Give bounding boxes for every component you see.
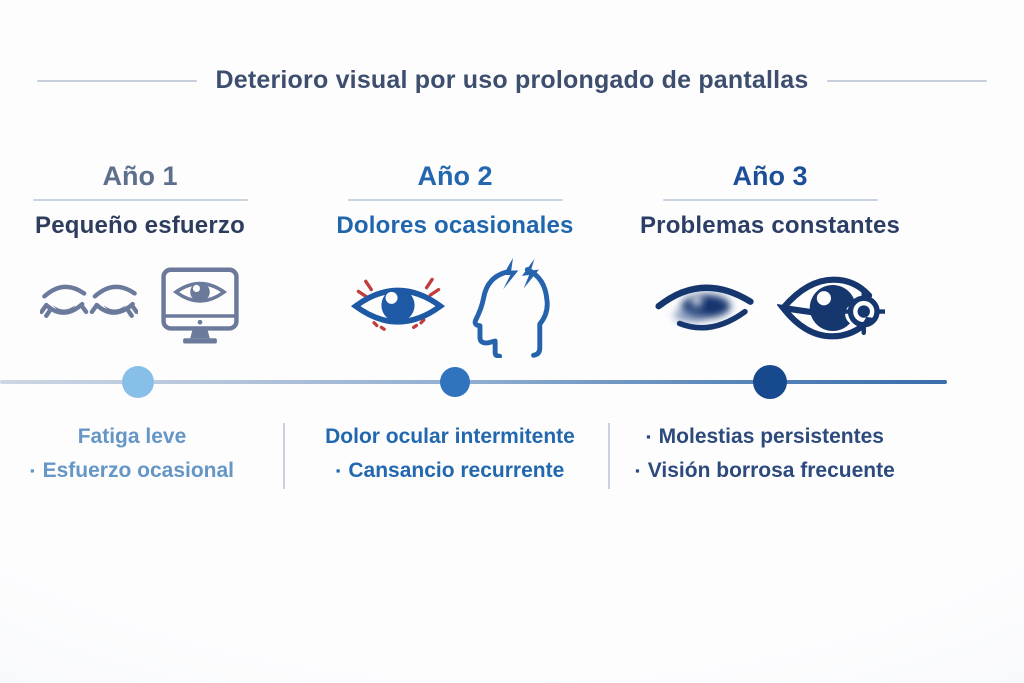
bullet-marker: ▪ <box>335 463 341 478</box>
stage-icons <box>0 260 290 356</box>
monitor-eye-icon <box>160 266 240 350</box>
eye-target-icon <box>777 268 885 348</box>
column-divider <box>283 423 285 489</box>
timeline-dot-year2 <box>440 367 470 397</box>
symptom-text: Dolor ocular intermitente <box>325 425 575 448</box>
timeline-dot-year1 <box>122 366 154 398</box>
symptom-item: ▪ Esfuerzo ocasional <box>0 454 282 488</box>
headache-head-icon <box>467 258 559 358</box>
stage-column-year3: Año 3 Problemas constantes <box>620 160 920 356</box>
symptom-text: Cansancio recurrente <box>348 459 565 482</box>
column-divider <box>608 423 610 489</box>
page-title: Deterioro visual por uso prolongado de p… <box>215 66 809 94</box>
title-right-line <box>826 79 987 82</box>
year-underline <box>662 199 878 201</box>
timeline-dot-year3 <box>753 365 787 399</box>
stage-icons <box>305 258 605 358</box>
symptom-text: Esfuerzo ocasional <box>42 459 234 482</box>
title-left-line <box>37 79 198 82</box>
symptom-list-year3: ▪ Molestias persistentes ▪ Visión borrosa … <box>615 420 915 488</box>
year-heading: Año 2 <box>417 161 493 191</box>
title-row: Deterioro visual por uso prolongado de p… <box>0 66 1024 95</box>
symptom-text: Visión borrosa frecuente <box>647 459 895 482</box>
year-underline <box>32 199 248 201</box>
stage-subtitle: Problemas constantes <box>639 212 901 239</box>
stage-subtitle: Dolores ocasionales <box>336 212 574 239</box>
timeline-line <box>0 380 947 384</box>
stage-subtitle: Pequeño esfuerzo <box>35 212 245 239</box>
blurry-eye-icon <box>655 277 755 339</box>
stage-column-year1: Año 1 Pequeño esfuerzo <box>0 160 290 356</box>
symptom-item: ▪ Cansancio recurrente <box>300 454 600 488</box>
bullet-marker: ▪ <box>30 463 35 478</box>
stage-column-year2: Año 2 Dolores ocasionales <box>305 160 605 358</box>
irritated-eye-icon <box>351 271 445 345</box>
symptom-text: Fatiga leve <box>77 425 187 448</box>
year-heading: Año 1 <box>102 161 178 191</box>
symptom-list-year2: Dolor ocular intermitente ▪ Cansancio rec… <box>300 420 600 488</box>
symptom-list-year1: Fatiga leve ▪ Esfuerzo ocasional <box>0 420 282 488</box>
symptom-text: Molestias persistentes <box>658 425 884 448</box>
bullet-marker: ▪ <box>646 429 651 444</box>
year-heading: Año 3 <box>732 161 808 191</box>
symptom-item: Fatiga leve <box>0 420 282 454</box>
bullet-marker: ▪ <box>635 463 640 478</box>
tired-eyes-icon <box>40 275 138 341</box>
year-underline <box>347 199 563 201</box>
symptom-item: ▪ Molestias persistentes <box>615 420 915 454</box>
symptom-item: ▪ Visión borrosa frecuente <box>615 454 915 488</box>
symptom-item: Dolor ocular intermitente <box>300 420 600 454</box>
stage-icons <box>620 260 920 356</box>
